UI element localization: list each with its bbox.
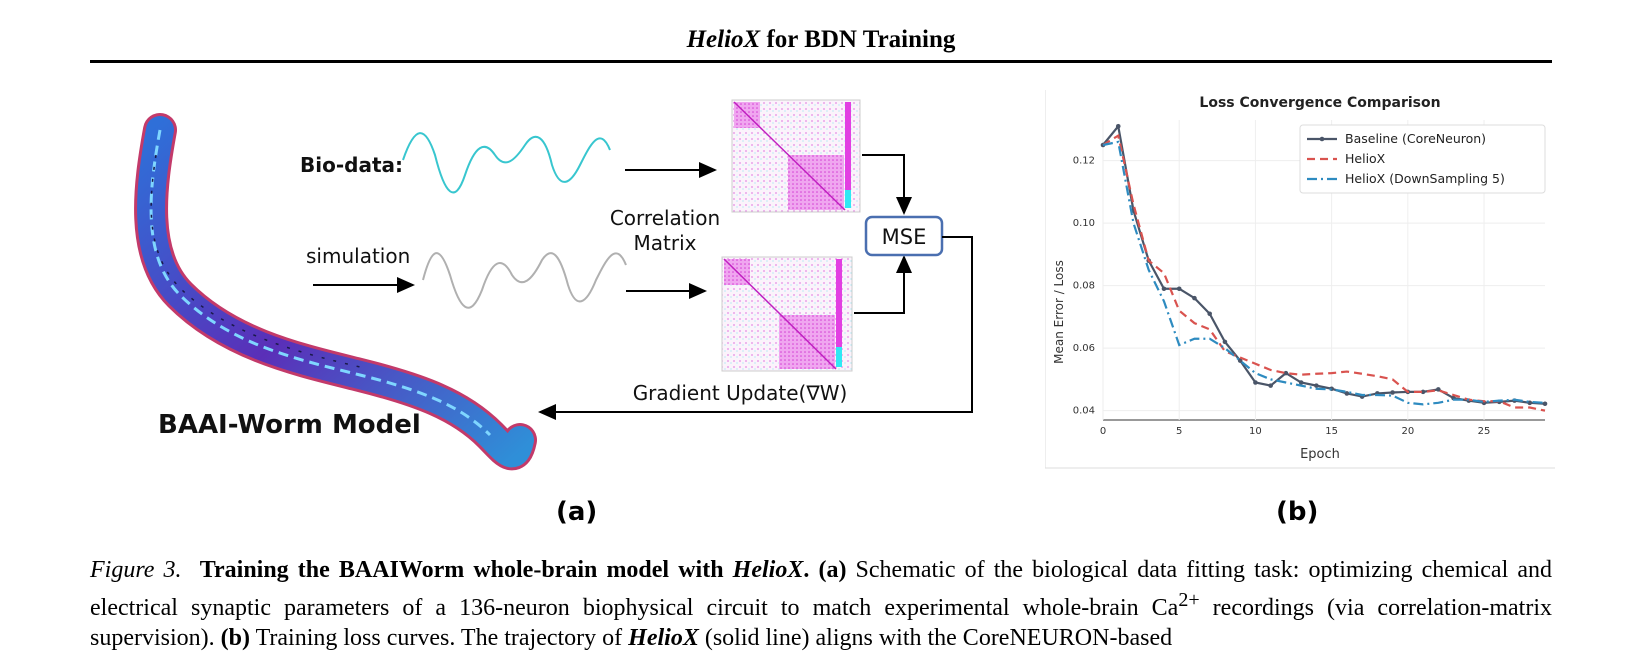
x-tick-label: 5 (1176, 426, 1182, 437)
caption-a-label: (a) (818, 557, 847, 583)
model-label: BAAI-Worm Model (158, 410, 421, 440)
mse-label: MSE (882, 225, 927, 249)
x-tick-label: 20 (1401, 426, 1414, 437)
baseline-point (1436, 387, 1441, 392)
baseline-point (1298, 380, 1304, 385)
caption-text-4: (solid line) aligns with the CoreNEURON-… (698, 625, 1173, 651)
x-tick-label: 25 (1478, 426, 1491, 437)
simulation-label: simulation (306, 244, 410, 268)
y-tick-label: 0.08 (1073, 281, 1095, 292)
y-axis-label: Mean Error / Loss (1052, 260, 1066, 364)
caption-bold-2: . (803, 557, 810, 583)
baseline-point (1222, 339, 1228, 345)
x-axis-label: Epoch (1300, 447, 1340, 462)
series-line-2 (1102, 140, 1546, 406)
legend: Baseline (CoreNeuron) HelioX HelioX (DownS… (1299, 124, 1546, 194)
baseline-point (1237, 358, 1243, 363)
header-italic: HelioX (686, 26, 761, 53)
baseline-point (1542, 401, 1548, 407)
caption-fig-label: Figure 3. (90, 557, 182, 583)
gradient-label: Gradient Update(∇W) (633, 381, 848, 405)
baseline-point (1283, 370, 1289, 376)
bio-data-trace (402, 132, 611, 194)
caption-bold-italic: HelioX (732, 557, 804, 583)
y-tick-label: 0.06 (1073, 343, 1095, 354)
connector-top (862, 154, 912, 215)
legend-marker (1319, 136, 1325, 142)
connector-bottom (854, 255, 912, 314)
caption-sup: 2+ (1178, 589, 1200, 611)
baseline-point (1192, 295, 1197, 301)
baseline-point (1161, 286, 1167, 292)
baseline-point (1527, 400, 1533, 406)
subfigure-label-b: (b) (1276, 497, 1319, 527)
chart-title: Loss Convergence Comparison (1199, 95, 1440, 111)
baseline-point (1207, 311, 1212, 317)
page-header: HelioX for BDN Training (90, 26, 1552, 54)
y-tick-label: 0.12 (1073, 156, 1095, 167)
loss-chart: 0 5 10 15 20 25 0.04 0.06 0.08 0.10 0.12 Loss Conv… (1045, 90, 1555, 469)
baseline-point (1176, 286, 1182, 292)
caption-text-3: Training loss curves. The trajectory of (250, 625, 629, 651)
correlation-matrix-sim (721, 256, 853, 372)
figure-caption: Figure 3. Training the BAAIWorm whole-br… (90, 555, 1552, 653)
baseline-point (1253, 380, 1258, 385)
legend-entry: Baseline (CoreNeuron) (1345, 131, 1486, 146)
baseline-point (1314, 383, 1319, 388)
worm-illustration (134, 113, 537, 471)
header-rest: for BDN Training (760, 26, 956, 53)
x-tick-label: 0 (1100, 426, 1106, 437)
x-tick-label: 10 (1249, 426, 1262, 437)
gradient-feedback-arrow (538, 236, 973, 420)
baseline-point (1344, 391, 1350, 396)
bio-data-label: Bio-data: (300, 153, 403, 177)
caption-text-1: Schematic of the biological data fitting… (90, 557, 1552, 621)
baseline-point (1115, 123, 1121, 129)
legend-entry: HelioX (DownSampling 5) (1345, 171, 1505, 186)
simulation-trace (422, 252, 627, 309)
subfigure-label-a: (a) (556, 497, 598, 527)
baseline-point (1268, 383, 1273, 388)
x-tick-label: 15 (1325, 426, 1338, 437)
caption-text3-italic: HelioX (628, 625, 699, 651)
corr-label-line1: Correlation (610, 206, 720, 230)
panel-a-schematic: BAAI-Worm Model Bio-data: simulation Cor… (134, 99, 973, 471)
correlation-matrix-bio (731, 99, 861, 213)
header-rule (90, 60, 1552, 63)
baseline-point (1420, 389, 1426, 395)
legend-entry: HelioX (1345, 151, 1386, 166)
y-tick-label: 0.04 (1073, 406, 1095, 417)
series-line-1 (1102, 133, 1546, 412)
caption-b-label: (b) (220, 625, 250, 651)
caption-bold-1: Training the BAAIWorm whole-brain model … (199, 557, 733, 583)
corr-label-line2: Matrix (634, 231, 697, 255)
y-tick-label: 0.10 (1073, 218, 1095, 229)
baseline-point (1390, 390, 1395, 395)
